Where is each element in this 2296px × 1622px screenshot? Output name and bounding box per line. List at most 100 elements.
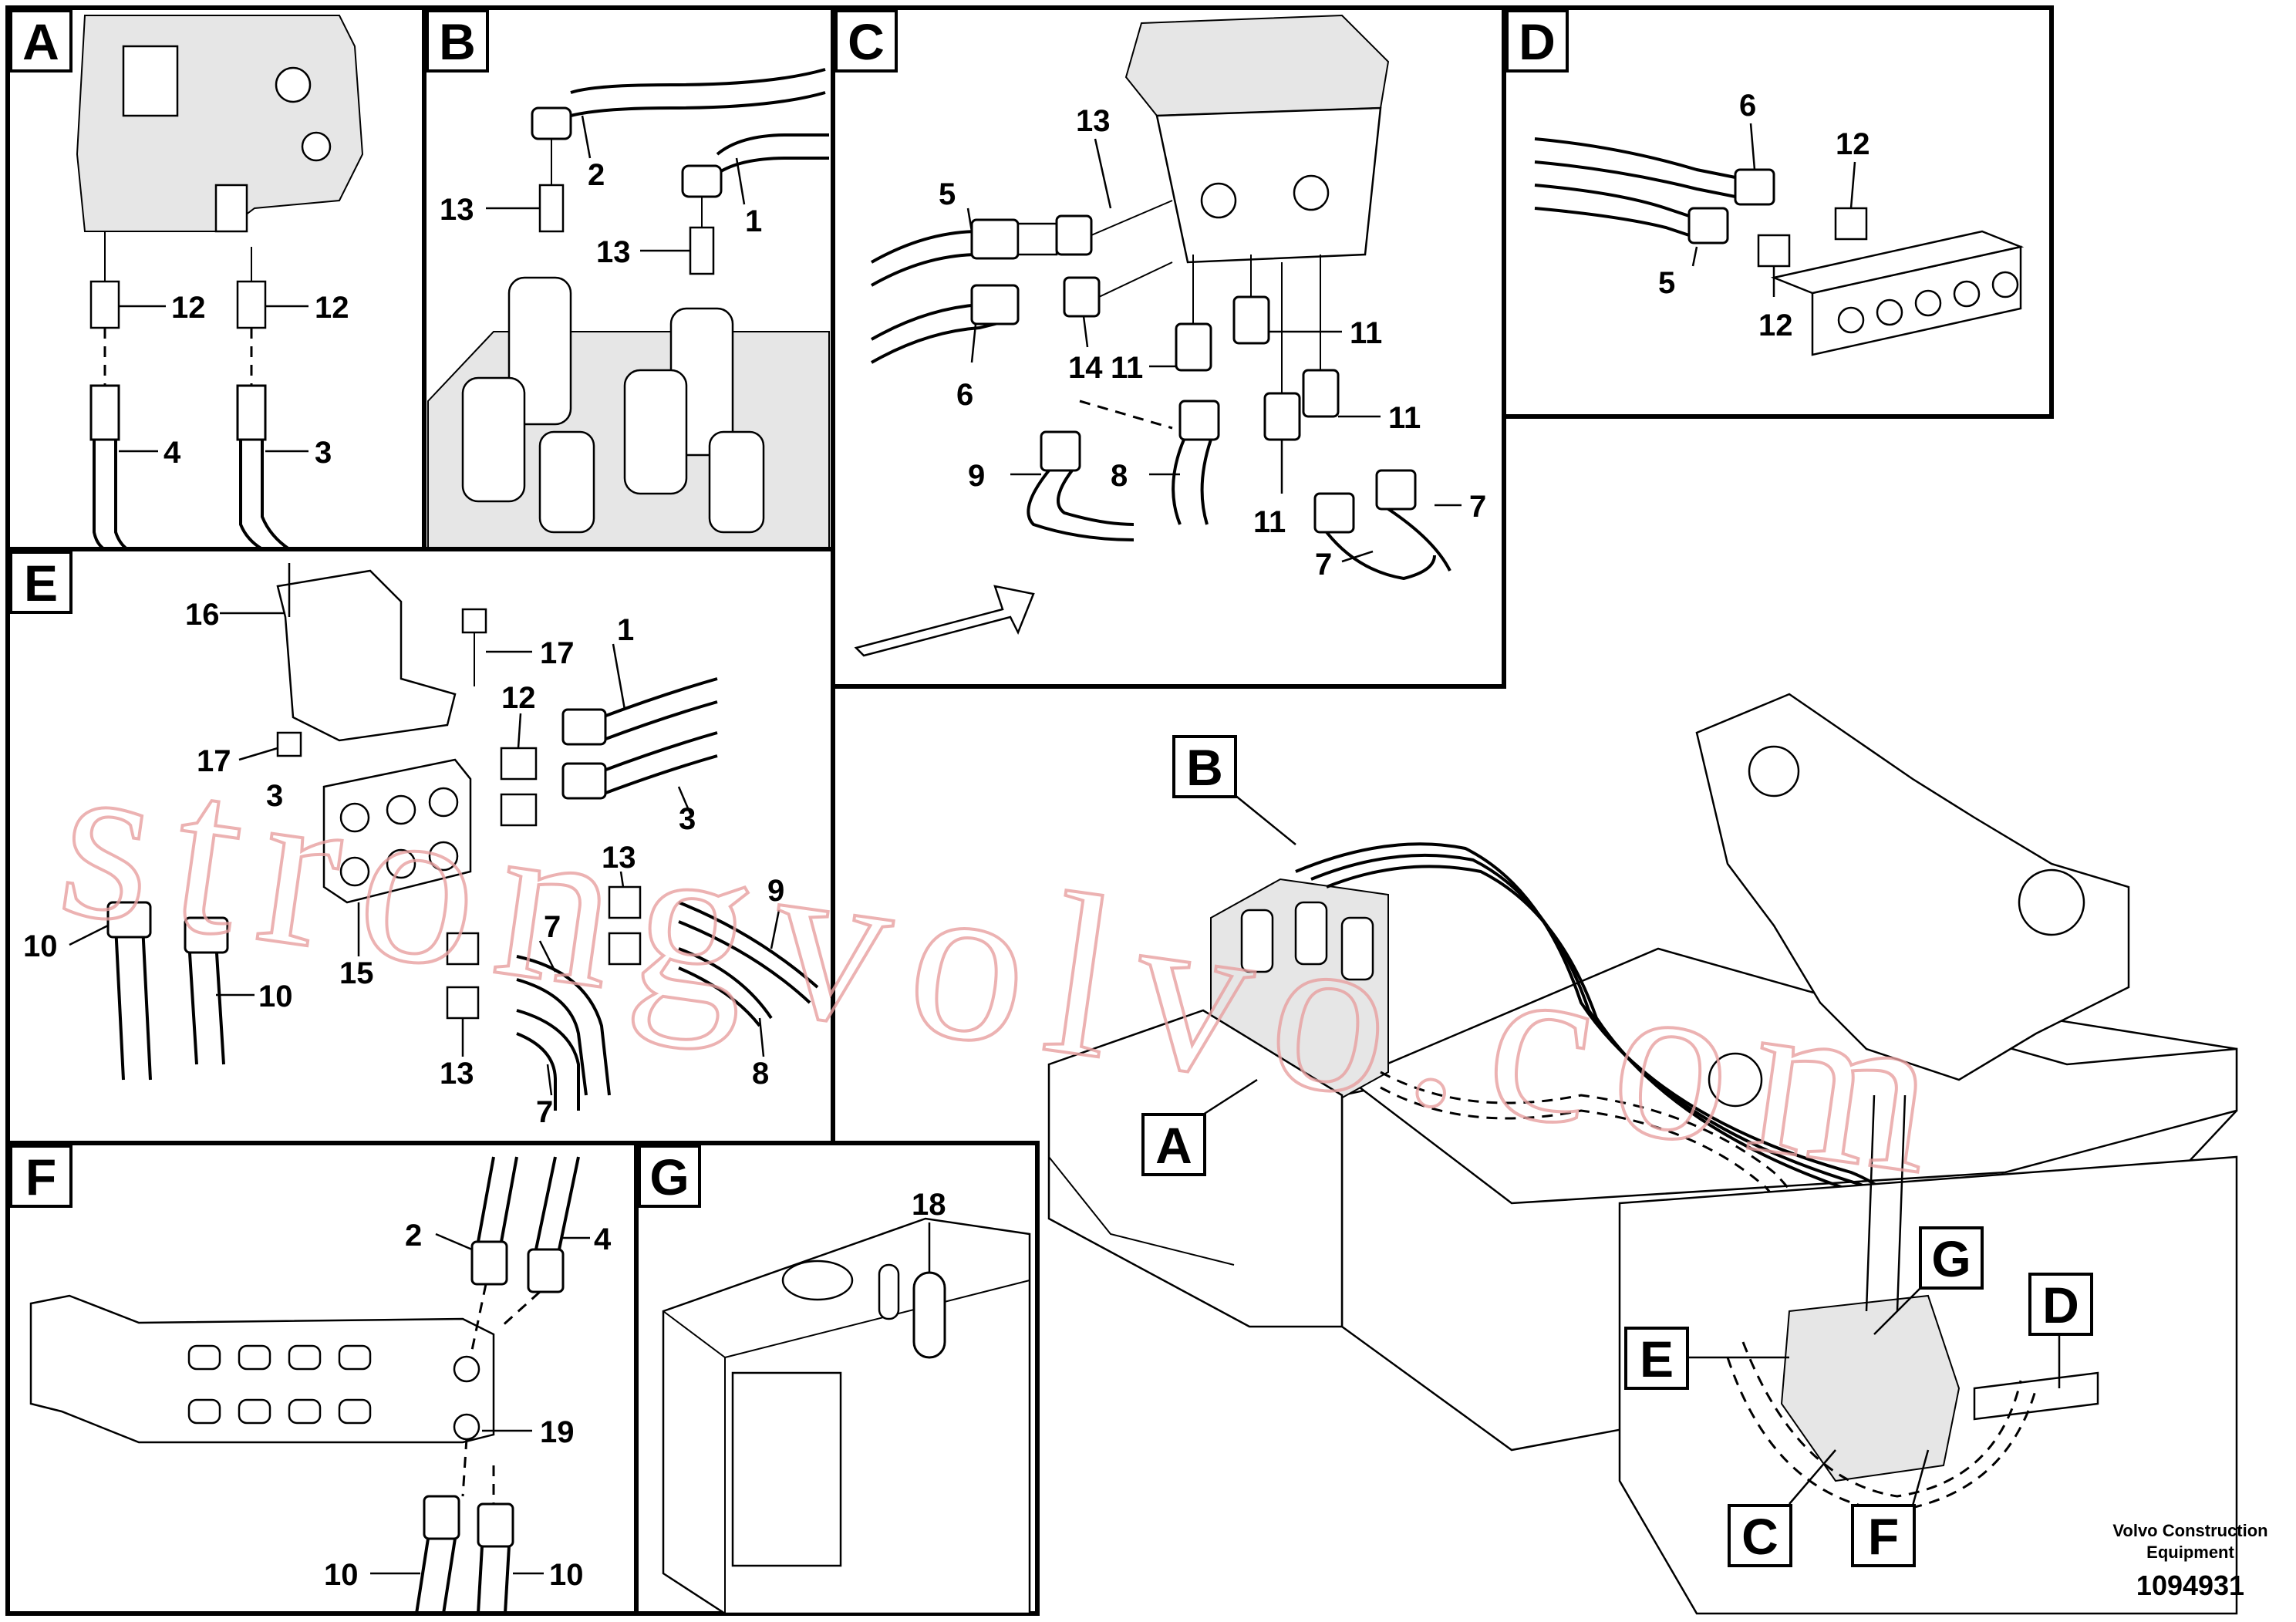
hose-2-end [470,1240,508,1286]
panel-a-tag [9,9,72,73]
valve-plate [122,45,179,117]
label-e-13: 13 [440,1057,474,1091]
bulkhead-19 [453,1355,480,1383]
callout-b-text: B [1186,739,1223,796]
hose-10-end [477,1502,514,1548]
callout-c [1728,1504,1792,1567]
label-g-0: 18 [912,1188,946,1222]
label-e-10: 15 [339,956,374,990]
label-b-3: 13 [596,235,631,269]
panel-e-tag [9,551,72,614]
hose-4-end [89,384,120,441]
label-f-4: 10 [549,1558,584,1592]
label-d-2: 5 [1658,266,1675,300]
panel-c-tag [834,9,898,73]
callout-e [1624,1327,1689,1390]
label-c-8: 9 [968,459,985,493]
hose-7-end [1375,469,1417,511]
label-f-0: 2 [405,1219,422,1253]
label-d-1: 12 [1836,127,1870,161]
solenoid [623,369,688,495]
label-b-2: 13 [440,193,474,227]
fitting-13 [446,932,480,966]
fitting-12 [500,747,538,781]
label-e-5: 3 [679,802,696,836]
bolt-17 [276,731,302,757]
pilot-valve-body [1155,106,1382,264]
hose-1 [716,133,829,156]
callout-d [2028,1273,2093,1336]
label-e-0: 16 [185,598,220,632]
label-f-2: 19 [540,1415,575,1449]
bolt-17 [461,608,487,634]
panel-e: 16 17 1 12 17 3 3 9 10 10 15 13 7 13 7 8… [5,547,835,1145]
hose-3-end [236,384,267,441]
fitting-11 [1263,392,1301,441]
solenoid [708,430,765,534]
label-b-1: 1 [745,204,762,238]
direction-arrow [854,585,1035,657]
label-e-3: 12 [501,681,536,715]
footer-drawing-number: 1094931 [2136,1570,2244,1601]
label-e-7: 9 [767,874,784,908]
hose-10-end [184,916,229,954]
solenoid [538,430,595,534]
hose-7 [1325,531,1436,581]
label-c-11: 7 [1315,548,1332,582]
panel-g-tag [638,1145,701,1208]
machine-overview: B A G E D C F [1047,693,2238,1615]
hose-5-end [1687,207,1729,244]
fitting-12-right [236,280,267,329]
label-b-0: 2 [588,158,605,192]
callout-c-text: C [1741,1508,1778,1565]
valve-port [301,131,332,162]
label-c-0: 13 [1076,104,1111,138]
label-c-6: 11 [1388,401,1421,435]
hose-9-end [1040,430,1081,472]
label-e-6: 3 [266,779,283,813]
label-c-1: 5 [939,177,956,211]
solenoid [507,276,572,426]
label-e-11: 13 [602,841,636,875]
fitting-11 [1175,322,1212,372]
fitting-11 [1232,295,1270,345]
panel-f-tag-text: F [25,1148,56,1206]
footer-company-line1: Volvo Construction [2112,1521,2267,1540]
fitting-13-right [689,226,715,275]
label-e-1: 17 [540,636,575,670]
hose-8 [1172,439,1185,525]
label-e-15: 8 [752,1057,769,1091]
hose-10-end [423,1495,460,1540]
callout-b [1172,735,1237,798]
hose-2 [570,68,826,94]
label-e-2: 1 [617,613,634,647]
valve-port [275,66,312,103]
hose-6-end [1734,168,1775,206]
fitting-12 [1834,207,1868,241]
label-e-9: 10 [258,980,293,1013]
label-e-14: 7 [536,1095,553,1129]
fitting-13-left [538,184,565,233]
label-a-2: 4 [164,436,181,470]
panel-c-tag-text: C [848,13,885,70]
hose-5-end [970,218,1020,260]
hose-6-end [970,284,1020,325]
panel-b: 2 1 13 13 B [422,5,835,551]
fitting-13 [1055,214,1093,256]
label-c-9: 8 [1111,459,1128,493]
pilot-valve-assembly [1780,1294,1961,1482]
panel-d-tag [1505,9,1569,73]
distribution-block [1973,1371,2099,1421]
hose-2-elbow [531,106,572,140]
hose-4-end [527,1248,565,1293]
label-f-1: 4 [594,1222,612,1256]
nipple-13 [1017,222,1058,256]
panel-d: 6 12 5 12 D [1502,5,2054,419]
hose-9 [1027,469,1135,541]
label-a-3: 3 [315,436,332,470]
panel-e-tag-text: E [24,555,58,612]
label-e-12: 7 [544,910,561,944]
fitting-12-left [89,280,120,329]
label-c-7: 11 [1253,505,1286,539]
fitting-11 [1302,369,1340,418]
